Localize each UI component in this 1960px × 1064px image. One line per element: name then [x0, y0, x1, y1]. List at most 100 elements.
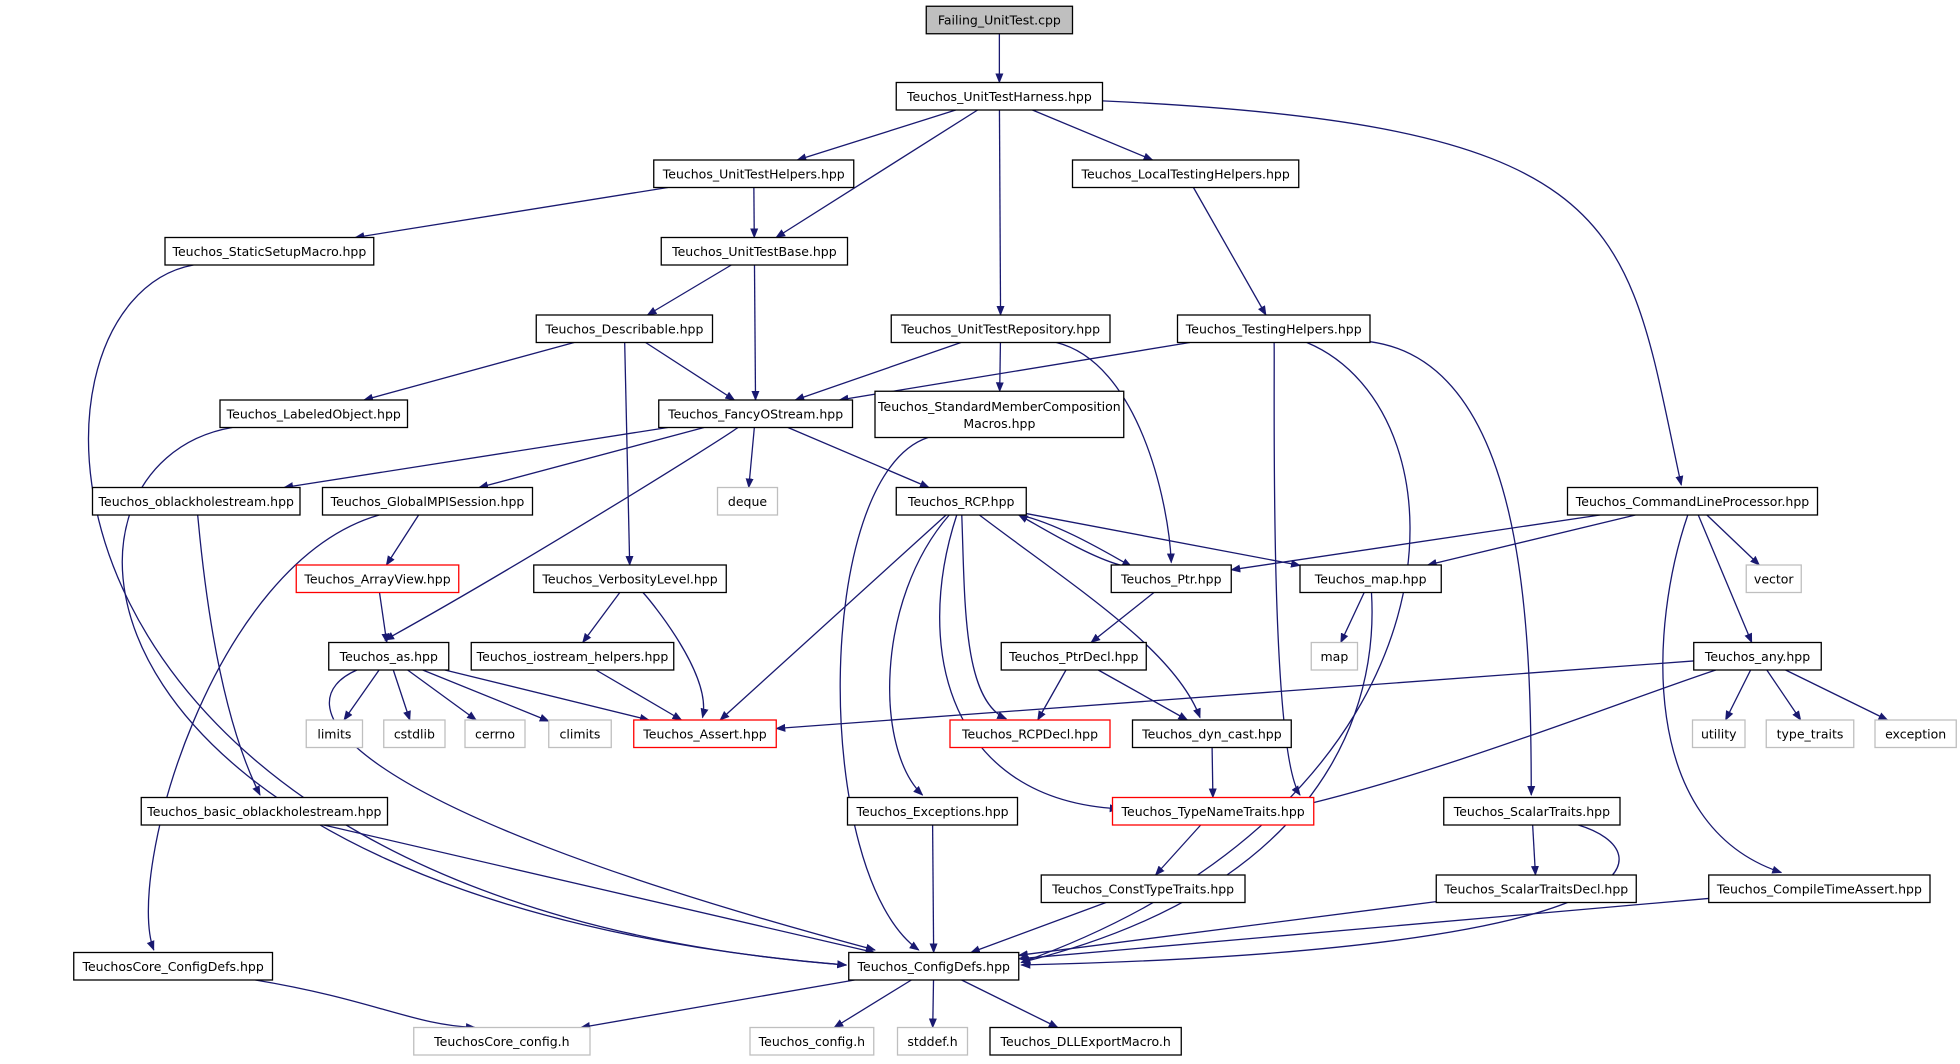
node-rcpdecl[interactable]: Teuchos_RCPDecl.hpp [949, 719, 1111, 749]
node-labeled[interactable]: Teuchos_LabeledObject.hpp [219, 399, 409, 429]
edge-ptr-to-ptrdecl [1090, 591, 1155, 644]
node-label-ptrdecl: Teuchos_PtrDecl.hpp [1008, 649, 1138, 664]
node-label-ptr: Teuchos_Ptr.hpp [1120, 571, 1222, 586]
node-cmdline[interactable]: Teuchos_CommandLineProcessor.hpp [1566, 486, 1819, 516]
node-label-scalartraits: Teuchos_ScalarTraits.hpp [1453, 804, 1610, 819]
node-box-staticsetup [164, 236, 375, 266]
node-label-testinghelpers: Teuchos_TestingHelpers.hpp [1185, 321, 1362, 336]
edge-as-to-limits [343, 669, 380, 721]
edge-describable-to-labeled [363, 341, 575, 402]
edge-fancy-to-rcp [787, 426, 930, 489]
node-box-localtest [1071, 159, 1300, 189]
edge-cmdline-to-compiletime [1662, 514, 1783, 874]
node-scalartraits[interactable]: Teuchos_ScalarTraits.hpp [1443, 796, 1621, 826]
node-box-testinghelpers [1176, 314, 1371, 344]
node-label-cerrno: cerrno [475, 726, 515, 741]
node-stdmember[interactable]: Teuchos_StandardMemberCompositionMacros.… [874, 390, 1125, 439]
node-consttype[interactable]: Teuchos_ConstTypeTraits.hpp [1040, 874, 1246, 904]
edge-arrayview-to-as [378, 592, 390, 644]
node-helpers[interactable]: Teuchos_UnitTestHelpers.hpp [653, 159, 855, 189]
node-any[interactable]: Teuchos_any.hpp [1693, 641, 1822, 671]
node-ptr[interactable]: Teuchos_Ptr.hpp [1110, 564, 1232, 594]
edge-dyncast-to-typename [1208, 747, 1217, 799]
node-label-compiletime: Teuchos_CompileTimeAssert.hpp [1716, 881, 1922, 896]
node-label-arrayview: Teuchos_ArrayView.hpp [303, 571, 450, 586]
node-repository[interactable]: Teuchos_UnitTestRepository.hpp [890, 314, 1111, 344]
node-deque: deque [716, 486, 779, 516]
node-exceptions[interactable]: Teuchos_Exceptions.hpp [846, 796, 1019, 826]
edge-consttype-to-configdefs [969, 901, 1107, 954]
node-label-dyncast: Teuchos_dyn_cast.hpp [1141, 726, 1282, 741]
edge-verbosity-to-assert [642, 592, 709, 719]
node-map[interactable]: Teuchos_map.hpp [1299, 564, 1442, 594]
node-iostream[interactable]: Teuchos_iostream_helpers.hpp [470, 641, 675, 671]
node-failing[interactable]: Failing_UnitTest.cpp [925, 5, 1074, 35]
edge-any-to-typetraits [1766, 669, 1802, 721]
node-fancy[interactable]: Teuchos_FancyOStream.hpp [658, 399, 854, 429]
node-label-coreconfig: TeuchosCore_config.h [433, 1034, 569, 1049]
edge-oblack-to-basicoblack [197, 514, 261, 796]
node-label-describable: Teuchos_Describable.hpp [544, 321, 703, 336]
edge-rcp-to-assert [719, 514, 947, 721]
node-climits: climits [548, 719, 612, 749]
node-typename[interactable]: Teuchos_TypeNameTraits.hpp [1111, 796, 1315, 826]
node-describable[interactable]: Teuchos_Describable.hpp [535, 314, 714, 344]
node-scalardecl[interactable]: Teuchos_ScalarTraitsDecl.hpp [1435, 874, 1637, 904]
node-rcp[interactable]: Teuchos_RCP.hpp [895, 486, 1027, 516]
node-box-as [328, 641, 450, 671]
edge-any-to-utility [1725, 669, 1752, 721]
node-harness[interactable]: Teuchos_UnitTestHarness.hpp [895, 81, 1104, 111]
node-configdefs[interactable]: Teuchos_ConfigDefs.hpp [848, 951, 1020, 981]
node-testbase[interactable]: Teuchos_UnitTestBase.hpp [660, 236, 849, 266]
node-box-climits [548, 719, 612, 749]
node-box-utility [1691, 719, 1746, 749]
node-staticsetup[interactable]: Teuchos_StaticSetupMacro.hpp [164, 236, 375, 266]
node-box-arrayview [295, 564, 460, 594]
edge-repository-to-ptr [1056, 341, 1175, 564]
node-label-vector: vector [1754, 571, 1795, 586]
node-box-verbosity [533, 564, 727, 594]
edge-basicoblack-to-configdefs [323, 824, 876, 955]
node-oblack[interactable]: Teuchos_oblackholestream.hpp [91, 486, 301, 516]
node-as[interactable]: Teuchos_as.hpp [328, 641, 450, 671]
node-box-iostream [470, 641, 675, 671]
node-label-globalmpi: Teuchos_GlobalMPISession.hpp [330, 494, 525, 509]
node-vector: vector [1745, 564, 1802, 594]
edge-scalardecl-to-configdefs [1017, 900, 1437, 959]
edge-rcp-to-dyncast [978, 514, 1201, 719]
node-utility: utility [1691, 719, 1746, 749]
node-assert[interactable]: Teuchos_Assert.hpp [633, 719, 777, 749]
node-basicoblack[interactable]: Teuchos_basic_oblackholestream.hpp [140, 796, 389, 826]
node-compiletime[interactable]: Teuchos_CompileTimeAssert.hpp [1708, 874, 1931, 904]
edge-as-to-configdefs [328, 669, 876, 952]
node-verbosity[interactable]: Teuchos_VerbosityLevel.hpp [533, 564, 727, 594]
node-label-labeled: Teuchos_LabeledObject.hpp [226, 406, 401, 421]
edge-typename-to-consttype [1154, 824, 1202, 876]
edge-describable-to-fancy [645, 341, 736, 401]
node-arrayview[interactable]: Teuchos_ArrayView.hpp [295, 564, 460, 594]
node-coreconfigdefs[interactable]: TeuchosCore_ConfigDefs.hpp [73, 951, 274, 981]
node-box-labeled [219, 399, 409, 429]
node-box-any [1693, 641, 1822, 671]
edge-globalmpi-to-arrayview [385, 514, 420, 566]
node-box-fancy [658, 399, 854, 429]
node-label-exception: exception [1885, 726, 1946, 741]
node-box-compiletime [1708, 874, 1931, 904]
node-label-stdmember: Teuchos_StandardMemberComposition [877, 399, 1121, 414]
node-label-rcp: Teuchos_RCP.hpp [907, 494, 1015, 509]
node-globalmpi[interactable]: Teuchos_GlobalMPISession.hpp [321, 486, 534, 516]
node-label-localtest: Teuchos_LocalTestingHelpers.hpp [1080, 166, 1289, 181]
edge-any-to-exception [1785, 669, 1889, 721]
node-label-typename: Teuchos_TypeNameTraits.hpp [1121, 804, 1305, 819]
node-box-rcp [895, 486, 1027, 516]
node-dyncast[interactable]: Teuchos_dyn_cast.hpp [1131, 719, 1292, 749]
node-label-iostream: Teuchos_iostream_helpers.hpp [476, 649, 669, 664]
node-dllexport[interactable]: Teuchos_DLLExportMacro.h [989, 1026, 1182, 1056]
node-testinghelpers[interactable]: Teuchos_TestingHelpers.hpp [1176, 314, 1371, 344]
node-exception: exception [1874, 719, 1957, 749]
node-localtest[interactable]: Teuchos_LocalTestingHelpers.hpp [1071, 159, 1300, 189]
edge-testinghelpers-to-typename [1273, 342, 1301, 796]
node-ptrdecl[interactable]: Teuchos_PtrDecl.hpp [1000, 641, 1147, 671]
edge-cmdline-to-map [1426, 514, 1636, 567]
edge-rcp-to-exceptions [889, 514, 950, 796]
